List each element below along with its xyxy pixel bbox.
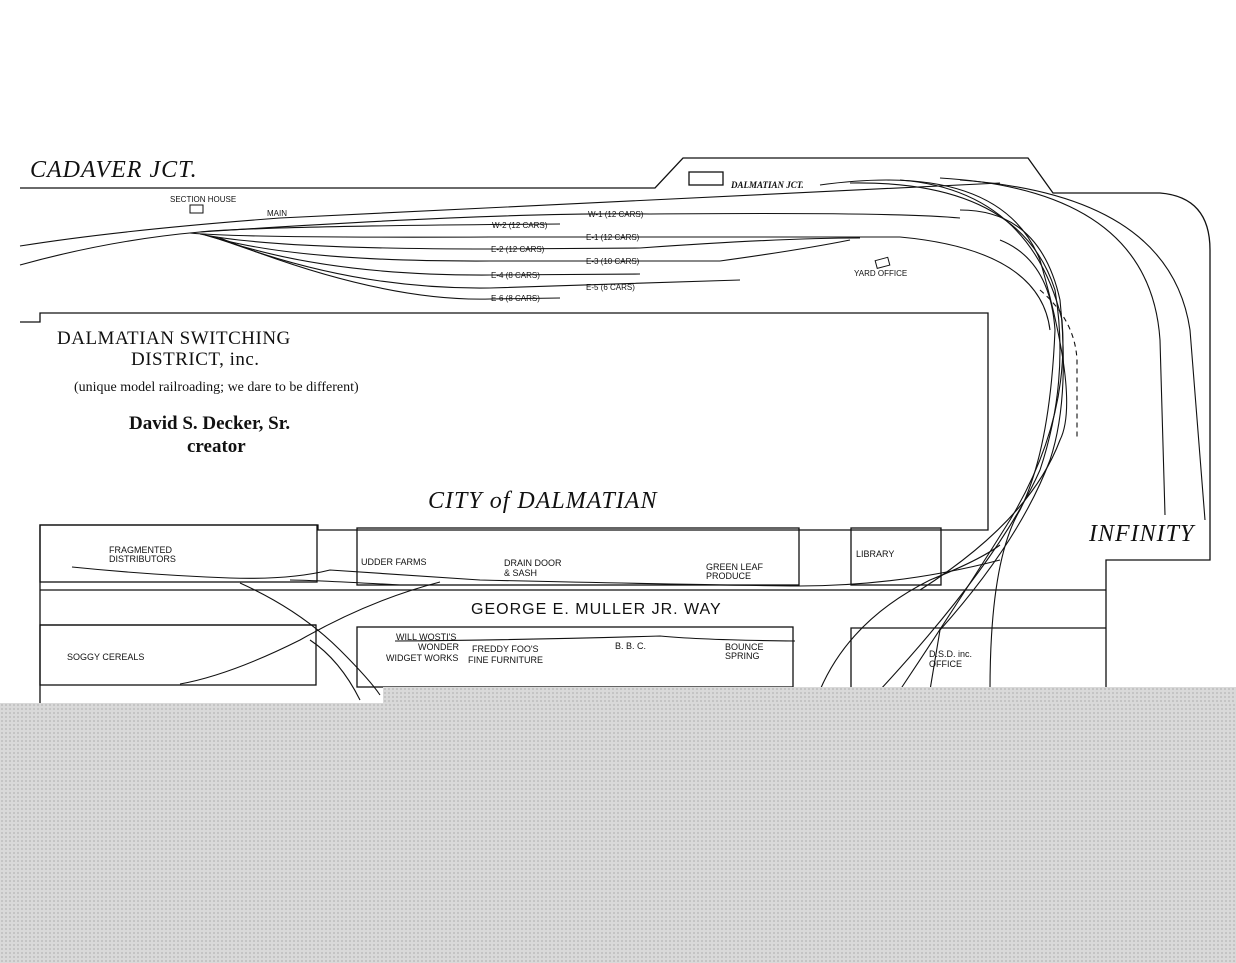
track-e5-label: E-5 (6 CARS): [586, 283, 635, 292]
will-wosti-label-2: WONDER: [418, 642, 459, 652]
dsd-office-label-1: D.S.D. inc.: [929, 649, 972, 659]
section-house-label: SECTION HOUSE: [170, 195, 236, 204]
library-label: LIBRARY: [856, 549, 894, 559]
track-e4-label: E-4 (8 CARS): [491, 271, 540, 280]
yard-office-structure: [874, 256, 891, 270]
dalmatian-jct-label: DALMATIAN JCT.: [730, 180, 804, 190]
title-line-2: DISTRICT, inc.: [131, 349, 260, 370]
fragmented-label-2: DISTRIBUTORS: [109, 554, 176, 564]
tracks: [19, 177, 1206, 701]
title-line-1: DALMATIAN SWITCHING: [57, 328, 291, 349]
track-e3-label: E-3 (10 CARS): [586, 257, 640, 266]
creator-name: David S. Decker, Sr.: [129, 413, 290, 434]
green-leaf-label-2: PRODUCE: [706, 571, 751, 581]
benchwork-outline: [20, 157, 1211, 690]
will-wosti-label-3: WIDGET WORKS: [386, 653, 458, 663]
bbc-label: B. B. C.: [615, 641, 646, 651]
track-w1-label: W-1 (12 CARS): [588, 210, 644, 219]
block-dsd: [850, 627, 1106, 690]
track-w2-label: W-2 (12 CARS): [492, 221, 548, 230]
track-e1-label: E-1 (12 CARS): [586, 233, 640, 242]
freddy-foo-label-2: FINE FURNITURE: [468, 655, 543, 665]
dotted-mask-area: [0, 703, 1236, 963]
station-building: [688, 171, 724, 186]
green-leaf-label-1: GREEN LEAF: [706, 562, 764, 572]
bounce-spring-label-2: SPRING: [725, 651, 760, 661]
udder-farms-label: UDDER FARMS: [361, 557, 427, 567]
main-label: MAIN: [267, 209, 287, 218]
track-e6-label: E-6 (8 CARS): [491, 294, 540, 303]
street-label: GEORGE E. MULLER JR. WAY: [471, 601, 722, 618]
block-soggy: [39, 624, 317, 686]
city-label: CITY of DALMATIAN: [428, 488, 658, 514]
will-wosti-label-1: WILL WOSTI'S: [396, 632, 456, 642]
freddy-foo-label-1: FREDDY FOO'S: [472, 644, 539, 654]
block-fragmented: [39, 524, 318, 583]
infinity-label: INFINITY: [1088, 521, 1196, 547]
drain-door-label-1: DRAIN DOOR: [504, 558, 562, 568]
fragmented-label-1: FRAGMENTED: [109, 545, 173, 555]
block-library: [850, 527, 942, 586]
track-e2-label: E-2 (12 CARS): [491, 245, 545, 254]
dsd-office-label-2: OFFICE: [929, 659, 962, 669]
creator-role: creator: [187, 436, 246, 457]
title-tagline: (unique model railroading; we dare to be…: [74, 380, 359, 395]
drain-door-label-2: & SASH: [504, 568, 537, 578]
yard-office-label: YARD OFFICE: [854, 269, 907, 278]
block-udder: [356, 527, 800, 586]
dashed-track: [1039, 289, 1078, 440]
bounce-spring-label-1: BOUNCE: [725, 642, 764, 652]
soggy-cereals-label: SOGGY CEREALS: [67, 652, 144, 662]
cadaver-jct-label: CADAVER JCT.: [30, 157, 198, 183]
section-house-structure: [189, 204, 204, 214]
dotted-mask-area-top: [383, 687, 1236, 704]
